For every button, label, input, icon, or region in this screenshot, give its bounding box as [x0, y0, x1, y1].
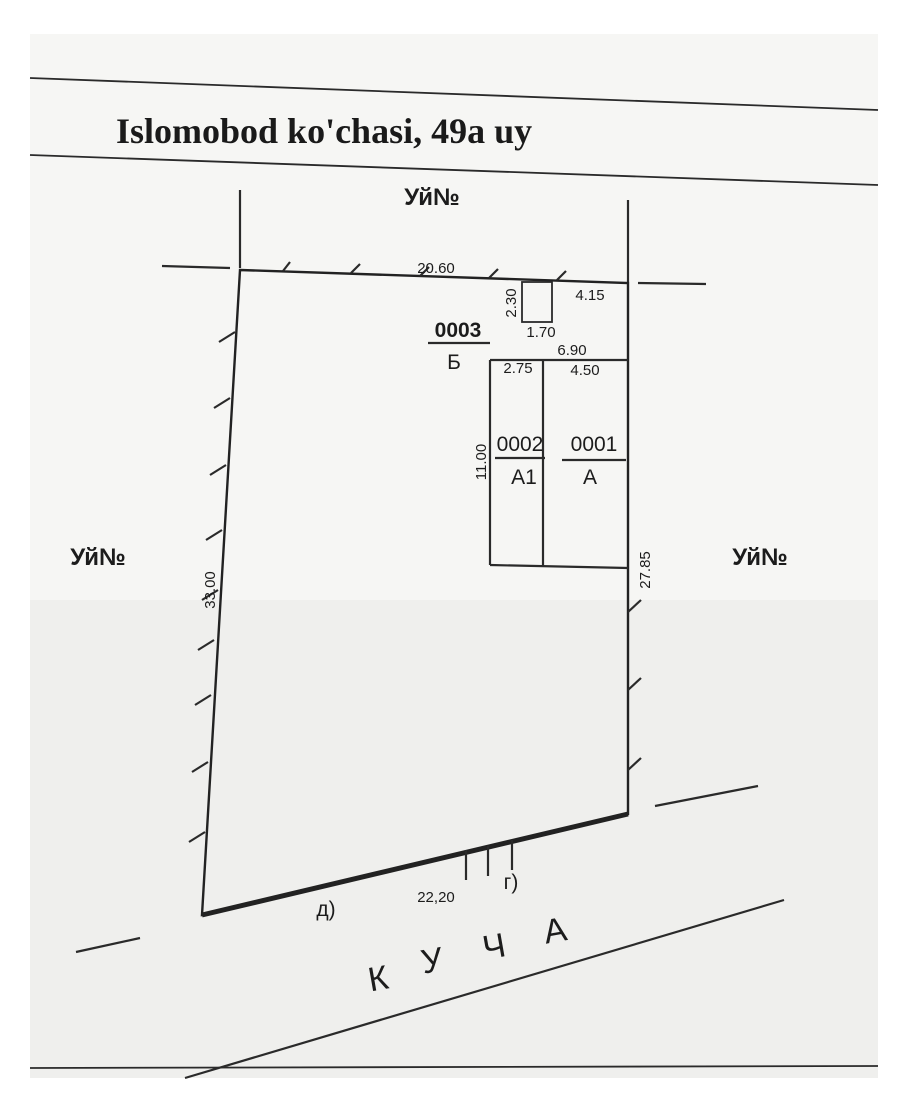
building-letter-b: Б — [447, 351, 461, 374]
small-room-outline — [521, 281, 553, 323]
neighbor-label-left: Уй№ — [70, 544, 126, 571]
header-rule-top — [29, 77, 879, 111]
neighbor-label-right: Уй№ — [732, 544, 788, 571]
dim-right-edge: 27.85 — [637, 551, 654, 589]
street-edge-line — [184, 898, 785, 1080]
dim-left-edge: 33.00 — [202, 571, 219, 609]
guide-line-right-ext — [637, 281, 707, 286]
gate-posts — [464, 840, 514, 880]
header-rule-bottom — [29, 154, 879, 186]
building-bottom-wall — [489, 563, 629, 570]
building-outlines — [488, 281, 629, 570]
dim-room-a1-width: 2.75 — [503, 360, 532, 377]
building-number-0001: 0001 — [571, 433, 618, 456]
dim-bottom-edge: 22,20 — [417, 889, 455, 906]
dim-top-edge: 20.60 — [417, 260, 455, 277]
neighbor-label-top: Уй№ — [404, 184, 460, 211]
building-number-0002: 0002 — [497, 433, 544, 456]
building-number-0003: 0003 — [435, 319, 482, 342]
hatch-left — [188, 331, 236, 843]
footer-rule — [29, 1065, 879, 1069]
guide-line-lower-left — [75, 936, 141, 954]
guide-line-left-ext — [161, 264, 231, 270]
address-title: Islomobod ko'chasi, 49a uy — [116, 111, 532, 151]
dim-small-room-width: 1.70 — [526, 324, 555, 341]
gate-mark-right: г) — [504, 871, 519, 894]
building-label-0001: 0001 А — [562, 433, 626, 489]
guide-line-lower-right — [654, 784, 759, 808]
building-letter-a1: А1 — [511, 466, 537, 489]
gate-mark-left: д) — [316, 898, 335, 921]
hatch-right — [627, 599, 642, 771]
street-frontage-line — [201, 811, 629, 918]
building-label-0003: 0003 Б — [428, 319, 490, 374]
dim-room-a-width: 4.50 — [570, 362, 599, 379]
dim-top-right-segment: 4.15 — [575, 287, 604, 304]
dim-building-width: 6.90 — [557, 342, 586, 359]
building-label-0002: 0002 А1 — [495, 433, 545, 489]
building-letter-a: А — [583, 466, 597, 489]
dim-small-room-height: 2.30 — [503, 288, 520, 317]
dim-building-depth: 11.00 — [473, 444, 490, 480]
hatch-top — [282, 261, 567, 281]
paper-fold-shade — [30, 600, 878, 1078]
